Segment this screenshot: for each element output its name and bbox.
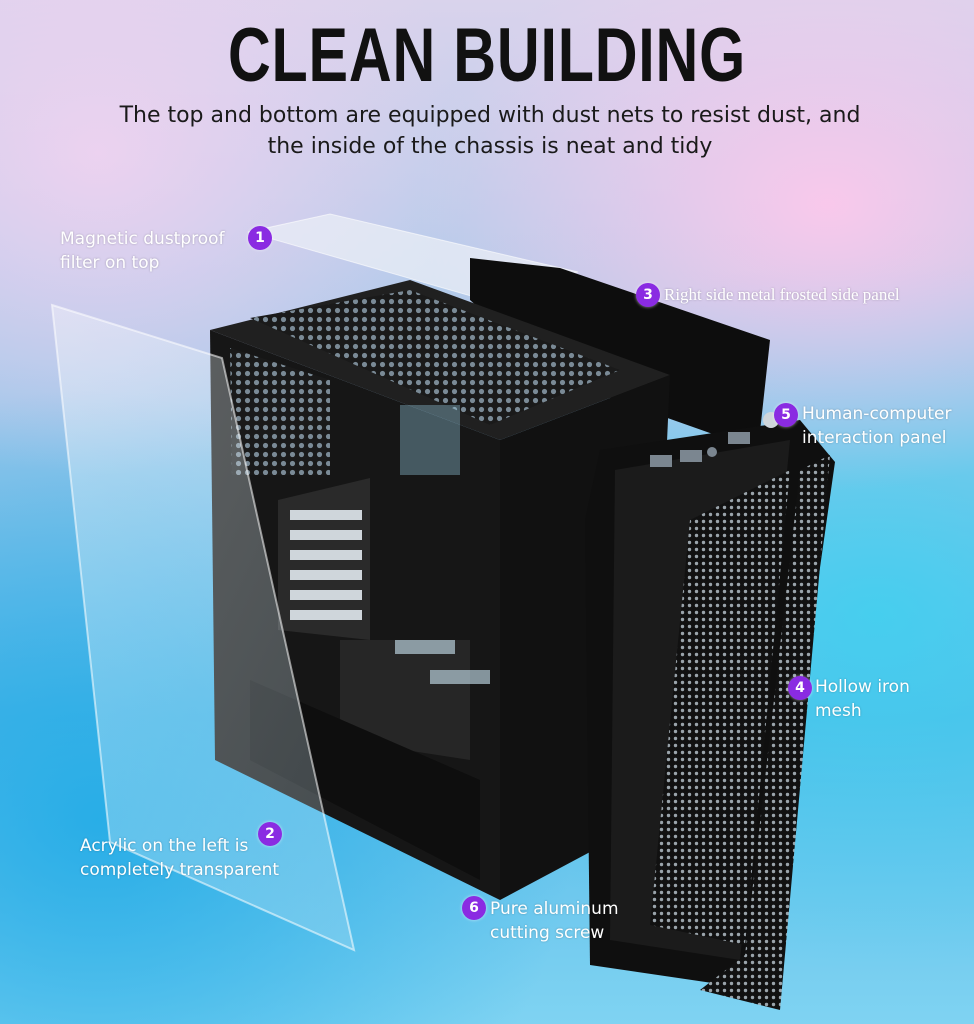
badge-1: 1 xyxy=(248,226,272,250)
callout-5-line1: Human-computer xyxy=(802,404,952,424)
callout-6-line2: cutting screw xyxy=(490,923,605,943)
front-panel xyxy=(585,412,835,1010)
subtitle-line-2: the inside of the chassis is neat and ti… xyxy=(267,134,713,159)
callout-4-line1: Hollow iron xyxy=(815,677,910,697)
callout-3-line1: Right side metal frosted side panel xyxy=(664,285,900,304)
callout-1-line1: Magnetic dustproof xyxy=(60,229,225,249)
hollow-iron-mesh xyxy=(700,455,830,1010)
callout-1-line2: filter on top xyxy=(60,253,160,273)
badge-4: 4 xyxy=(788,676,812,700)
subtitle-line-1: The top and bottom are equipped with dus… xyxy=(119,103,861,128)
callout-iron-mesh: Hollow iron mesh xyxy=(815,675,910,723)
callout-aluminum-screw: Pure aluminum cutting screw xyxy=(490,897,619,945)
left-acrylic-panel xyxy=(50,303,356,952)
badge-5: 5 xyxy=(774,403,798,427)
callout-2-line1: Acrylic on the left is xyxy=(80,836,249,856)
callout-6-line1: Pure aluminum xyxy=(490,899,619,919)
callout-io-panel: Human-computer interaction panel xyxy=(802,402,951,450)
callout-top-filter: Magnetic dustproof filter on top xyxy=(60,227,225,275)
callout-2-line2: completely transparent xyxy=(80,860,280,880)
right-side-panel xyxy=(470,258,770,450)
callout-right-panel: Right side metal frosted side panel xyxy=(664,283,900,307)
badge-6: 6 xyxy=(462,896,486,920)
callout-4-line2: mesh xyxy=(815,701,862,721)
badge-3: 3 xyxy=(636,283,660,307)
badge-2: 2 xyxy=(258,822,282,846)
callout-5-line2: interaction panel xyxy=(802,428,947,448)
page-subtitle: The top and bottom are equipped with dus… xyxy=(90,100,890,162)
page-title: CLEAN BUILDING xyxy=(227,13,747,98)
callout-acrylic-panel: Acrylic on the left is completely transp… xyxy=(80,834,279,882)
